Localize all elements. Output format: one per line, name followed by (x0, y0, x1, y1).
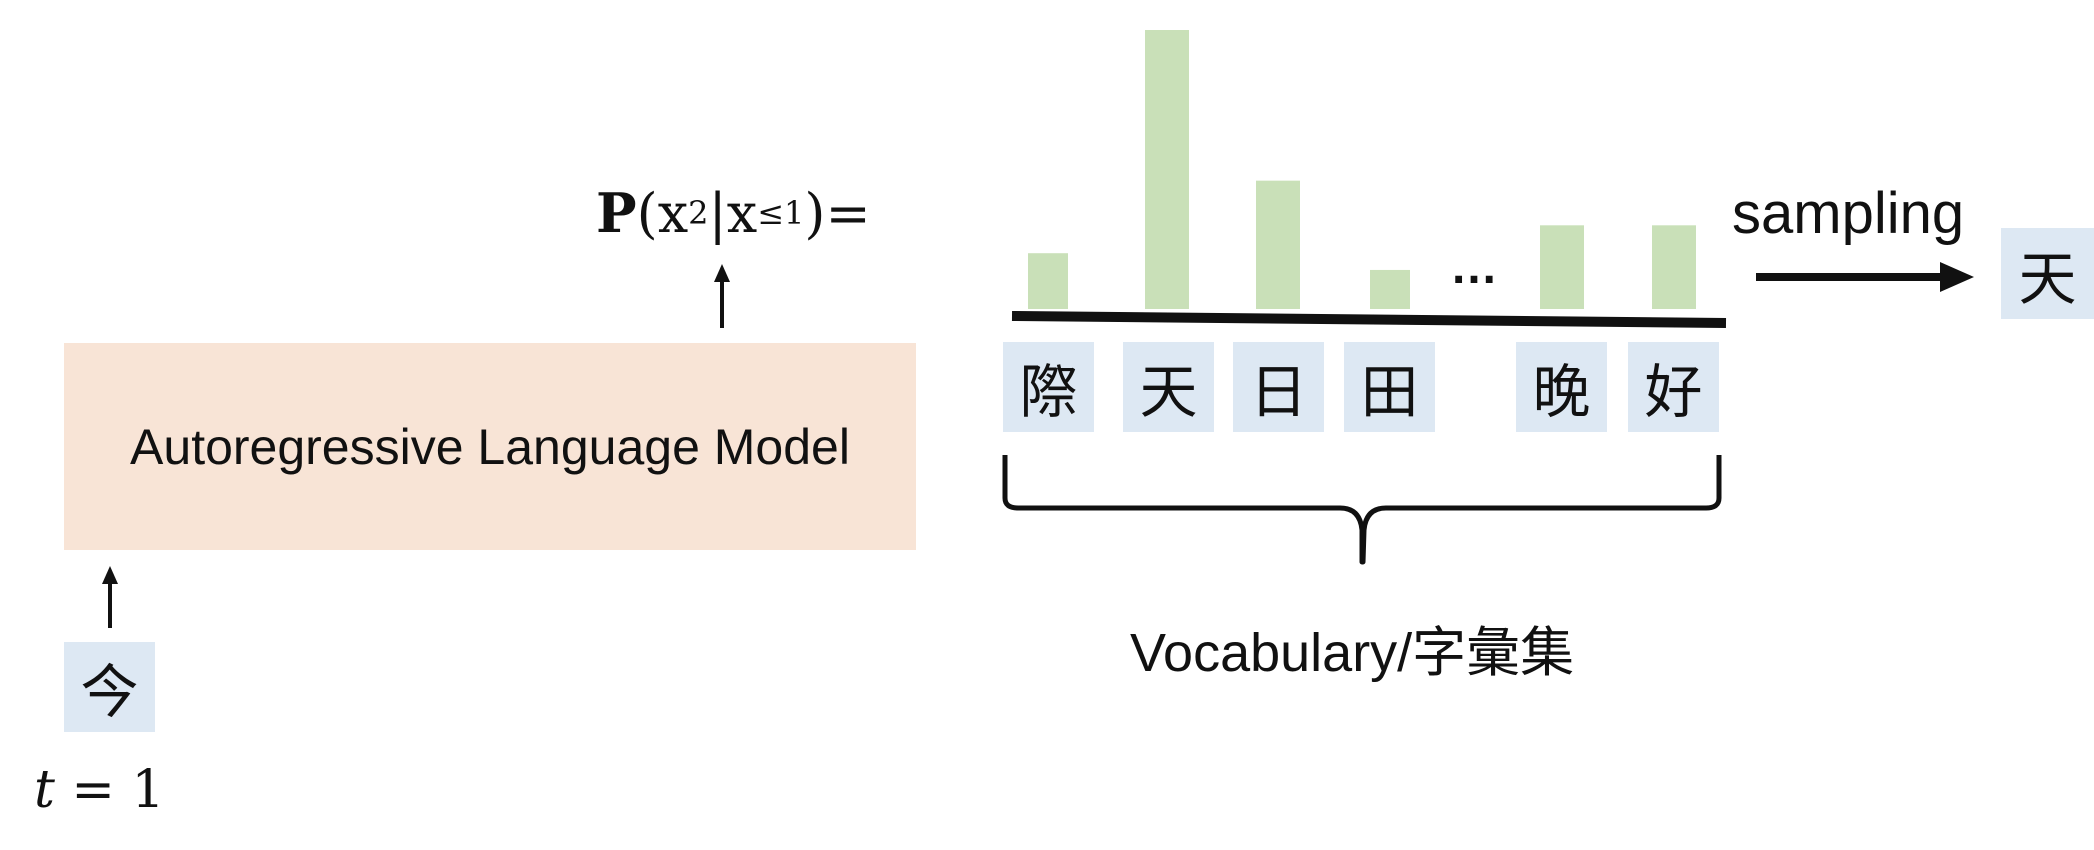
vocab-token: 日 (1233, 342, 1324, 432)
probability-bar (1652, 225, 1696, 309)
vocabulary-label: Vocabulary/字彙集 (1130, 623, 1575, 683)
sampling-arrow (1756, 262, 1974, 292)
bar-ellipsis: … (1450, 241, 1498, 294)
probability-bar (1028, 253, 1068, 309)
bar-baseline (1011, 311, 1727, 328)
vocabulary-brace (1002, 455, 1722, 565)
language-model-box: Autoregressive Language Model (64, 343, 916, 550)
probability-bar (1145, 30, 1189, 309)
vocab-token: 田 (1344, 342, 1435, 432)
probability-bar (1370, 269, 1410, 309)
sampling-label: sampling (1732, 181, 1965, 246)
model-label: Autoregressive Language Model (130, 418, 850, 475)
input-arrow (102, 566, 118, 628)
probability-bar (1256, 180, 1300, 309)
time-step-label: t = 1 (34, 760, 165, 820)
probability-bar (1540, 225, 1584, 309)
input-token: 今 (64, 642, 155, 732)
vocab-token: 晚 (1516, 342, 1607, 432)
vocab-token: 際 (1003, 342, 1094, 432)
vocab-token: 好 (1628, 342, 1719, 432)
probability-bars (1028, 30, 1696, 309)
vocab-token: 天 (1123, 342, 1214, 432)
output-token: 天 (2001, 228, 2094, 319)
output-arrow (714, 264, 730, 328)
